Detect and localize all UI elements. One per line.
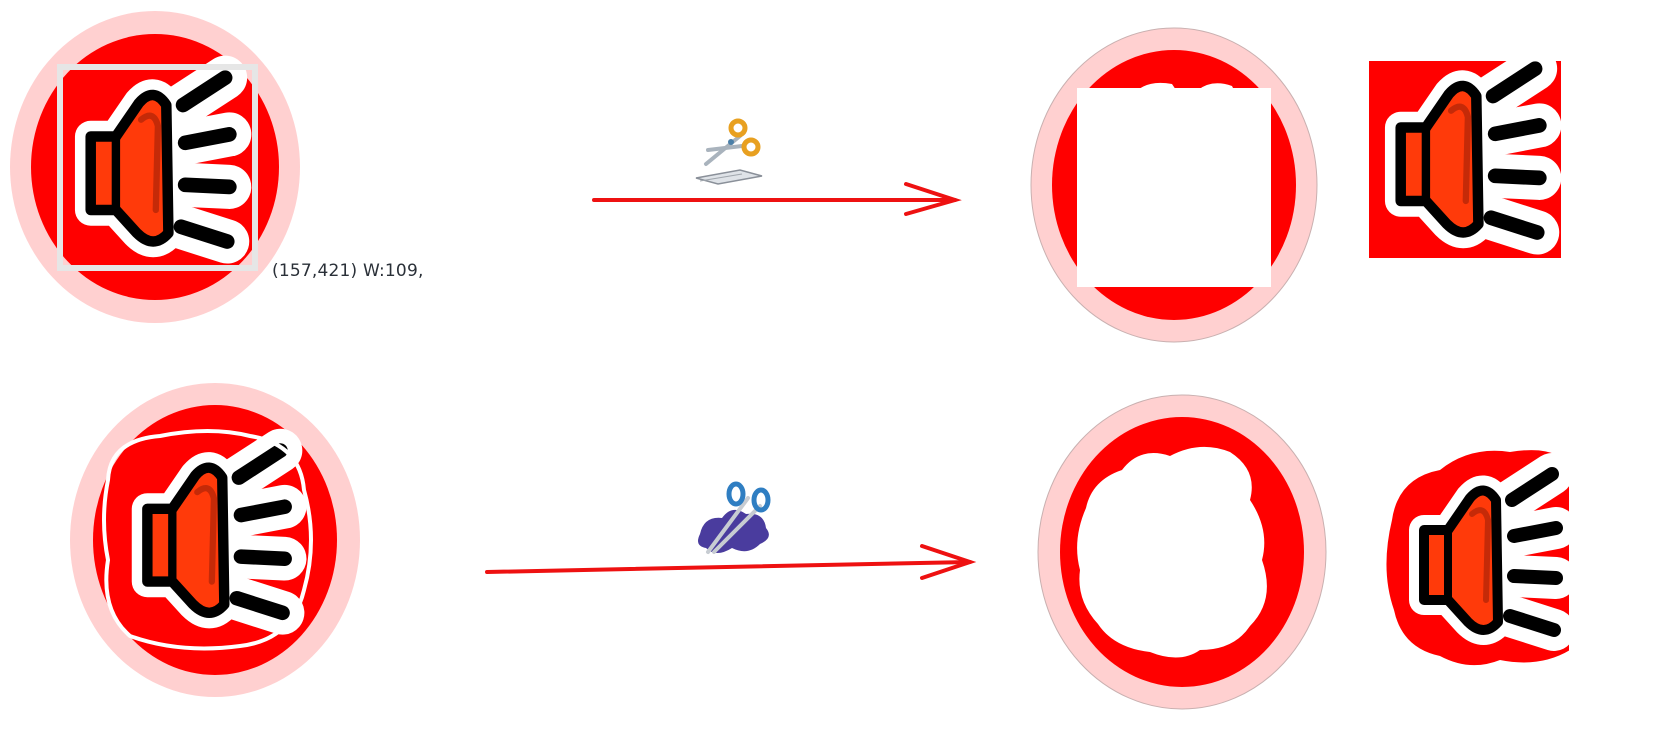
rect-cut-tool-icon (695, 118, 763, 185)
result-cutout-rect (1369, 50, 1571, 270)
result-cutout-freehand (1386, 440, 1579, 680)
freehand-selection-outline[interactable] (102, 429, 313, 651)
rect-selection-frame[interactable] (57, 64, 258, 271)
freehand-cut-arrow (485, 544, 977, 580)
source-icon-freehand-selection (70, 383, 360, 697)
result-frame-rect-hole (1030, 27, 1318, 343)
freehand-cut-tool-icon (698, 481, 771, 554)
selection-coordinates-readout: (157,421) W:109, (272, 261, 424, 281)
result-frame-freehand-hole (1037, 394, 1327, 710)
source-icon-rect-selection (10, 11, 300, 323)
rect-cut-arrow (592, 182, 962, 216)
